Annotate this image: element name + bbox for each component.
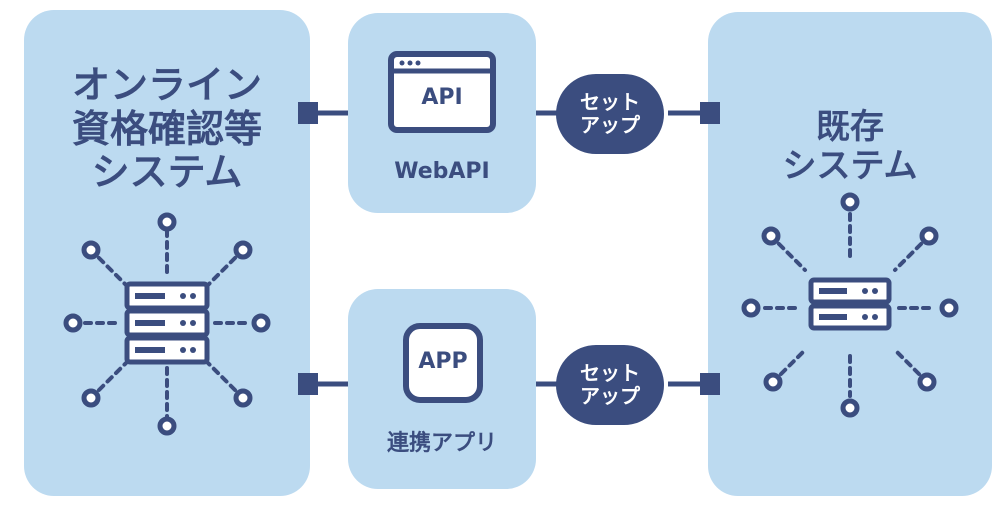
left-system-title-line: 資格確認等 — [71, 106, 262, 151]
setup-pill-line: アップ — [580, 384, 640, 408]
endpoint-square — [700, 373, 720, 395]
webapi-box: API WebAPI — [348, 13, 536, 213]
endpoint-square — [298, 102, 318, 124]
endpoint-square — [298, 373, 318, 395]
server-network-icon — [63, 212, 271, 436]
app-label: 連携アプリ — [386, 431, 497, 456]
server-network-icon — [741, 192, 959, 418]
api-icon-text: API — [421, 85, 463, 110]
right-system-title: 既存 システム — [708, 107, 992, 187]
setup-pill-bottom: セット アップ — [556, 345, 664, 425]
app-icon-text: APP — [418, 349, 468, 374]
app-square-icon: APP — [403, 323, 483, 403]
endpoint-square — [700, 102, 720, 124]
left-system-title-line: オンライン — [71, 63, 262, 107]
setup-pill-line: セット — [580, 361, 640, 385]
right-system-title-line: システム — [782, 146, 918, 187]
left-system-title-line: システム — [91, 150, 243, 195]
left-system-title: オンライン 資格確認等 システム — [24, 63, 310, 195]
app-box: APP 連携アプリ — [348, 289, 536, 489]
webapi-label: WebAPI — [394, 159, 490, 184]
right-system-title-line: 既存 — [816, 107, 884, 147]
left-system-panel: オンライン 資格確認等 システム — [24, 10, 310, 496]
setup-pill-line: アップ — [580, 113, 640, 137]
right-system-panel: 既存 システム — [708, 12, 992, 496]
setup-pill-top: セット アップ — [556, 74, 664, 154]
setup-pill-line: セット — [580, 90, 640, 114]
browser-window-icon: API — [388, 51, 496, 133]
